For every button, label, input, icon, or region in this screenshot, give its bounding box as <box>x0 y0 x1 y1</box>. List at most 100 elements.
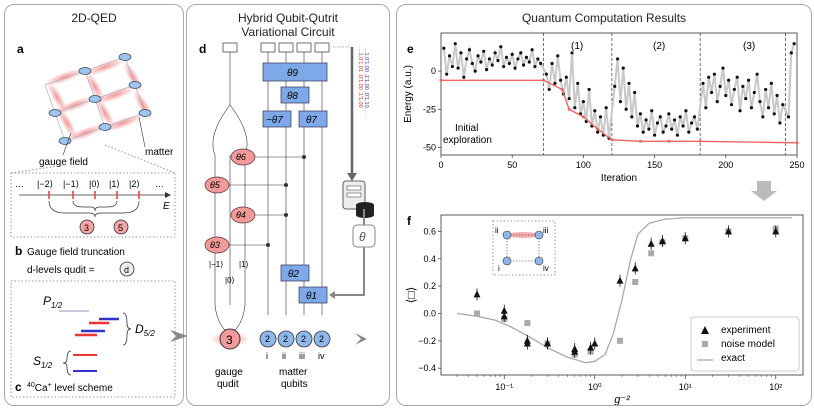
qubit-iii-icon <box>295 330 313 348</box>
xtick-label-f-1: 10⁰ <box>588 382 602 392</box>
level-m2: |−2⟩ <box>37 179 53 189</box>
energy-point-14 <box>482 49 486 53</box>
energy-point-35 <box>544 72 548 76</box>
energy-point-59 <box>615 57 620 61</box>
down-arrow-icon <box>751 181 777 201</box>
energy-point-46 <box>576 81 580 85</box>
qubit-iii-num: 2 <box>301 334 306 344</box>
qudit-3-num: 3 <box>84 223 89 233</box>
site-iv: iv <box>318 351 325 361</box>
theta5: θ5 <box>210 180 221 190</box>
panel-title: Hybrid Qubit-Qutrit Variational Circuit <box>187 11 389 39</box>
gate-theta1 <box>298 286 328 304</box>
xtick-label-f-2: 10¹ <box>679 382 692 392</box>
ylabel-e: Energy (a.u.) <box>403 65 414 123</box>
xtick-label-e-1: 50 <box>507 160 517 170</box>
energy-point-85 <box>690 121 694 125</box>
energy-point-52 <box>593 109 597 113</box>
theta3: θ3 <box>210 240 220 250</box>
energy-point-72 <box>653 133 657 137</box>
level-2: |2⟩ <box>129 179 140 189</box>
energy-point-2 <box>447 54 452 58</box>
theta7: θ7 <box>306 115 317 126</box>
qudit-5-num: 5 <box>118 223 123 233</box>
energy-point-24 <box>510 52 514 56</box>
gauge-field-label: gauge field <box>39 157 88 168</box>
theta1: θ1 <box>306 291 317 302</box>
energy-point-25 <box>513 66 517 70</box>
gate-theta5 <box>204 176 230 194</box>
best-point-6 <box>610 138 614 142</box>
energy-point-37 <box>550 61 554 66</box>
theta-box-text: θ <box>359 230 366 244</box>
energy-point-108 <box>758 100 762 104</box>
D-label: D5/2 <box>135 322 155 338</box>
exp-point-16 <box>724 227 732 235</box>
xtick-label-e-5: 250 <box>789 160 804 170</box>
qudit-d-sym: d <box>124 265 129 275</box>
energy-point-33 <box>536 57 540 61</box>
level-0: |0⟩ <box>89 179 100 189</box>
energy-point-102 <box>741 84 745 88</box>
energy-point-38 <box>553 81 557 85</box>
site-i: i <box>266 351 268 361</box>
lattice <box>44 53 153 145</box>
energy-point-98 <box>729 103 734 107</box>
energy-point-8 <box>465 57 469 61</box>
qubit-ii-icon <box>277 330 295 348</box>
energy-point-101 <box>738 109 742 113</box>
energy-point-19 <box>496 58 500 63</box>
qed-diagram: a <box>10 42 176 398</box>
minus-theta7: −θ7 <box>266 115 283 126</box>
blue-gates <box>262 62 328 304</box>
ket-0: |0⟩ <box>225 276 235 285</box>
energy-point-105 <box>749 106 754 110</box>
qubit-ii-num: 2 <box>283 334 288 344</box>
energy-point-45 <box>573 106 577 110</box>
exp-point-15 <box>681 234 689 242</box>
energy-point-9 <box>467 48 472 52</box>
ytick-label-f-3: 0.2 <box>423 281 436 291</box>
energy-trace <box>442 43 796 139</box>
plaq-iv: iv <box>543 264 549 273</box>
qudit-d-icon <box>119 261 135 277</box>
energy-point-114 <box>775 93 779 98</box>
noise-point-2 <box>524 320 531 327</box>
legend-label-2: exact <box>721 353 745 364</box>
gauge-qudit-label1: gauge <box>215 367 243 378</box>
energy-point-27 <box>519 51 523 55</box>
energy-point-116 <box>781 103 785 107</box>
energy-point-74 <box>658 115 662 119</box>
level-m1: |−1⟩ <box>63 179 79 189</box>
level-dots-right: … <box>155 179 164 189</box>
title-line1: Hybrid Qubit-Qutrit <box>237 11 339 25</box>
noise-point-0 <box>474 310 481 317</box>
energy-point-75 <box>661 130 665 134</box>
best-point-4 <box>581 115 585 119</box>
exact-line <box>456 217 792 364</box>
energy-point-36 <box>547 87 551 92</box>
gauge-qudit-icon <box>219 328 241 350</box>
exp-point-17 <box>772 227 780 235</box>
energy-point-29 <box>524 55 529 60</box>
ylabel-f: ⟨□⟩ <box>404 287 418 304</box>
plaq-iii: iii <box>543 226 549 235</box>
energy-point-112 <box>769 81 773 85</box>
ytick-label-e-0: -50 <box>423 142 436 152</box>
xlabel-f: g⁻² <box>614 394 630 405</box>
exp-point-13 <box>647 239 655 247</box>
phase-2-label: (2) <box>653 41 665 52</box>
energy-point-30 <box>527 60 531 64</box>
energy-point-104 <box>746 78 751 82</box>
truncation-text: Gauge field truncation <box>27 247 125 258</box>
site-ii: ii <box>282 351 286 361</box>
gate-minus-theta7 <box>262 110 292 128</box>
ytick-label-e-2: 0 <box>431 66 436 76</box>
qubit-i-icon <box>259 330 277 348</box>
S-label: S1/2 <box>33 354 53 370</box>
energy-point-60 <box>618 100 623 104</box>
noise-point-7 <box>632 279 639 286</box>
theta2: θ2 <box>288 269 299 280</box>
xtick-label-f-3: 10² <box>769 382 782 392</box>
